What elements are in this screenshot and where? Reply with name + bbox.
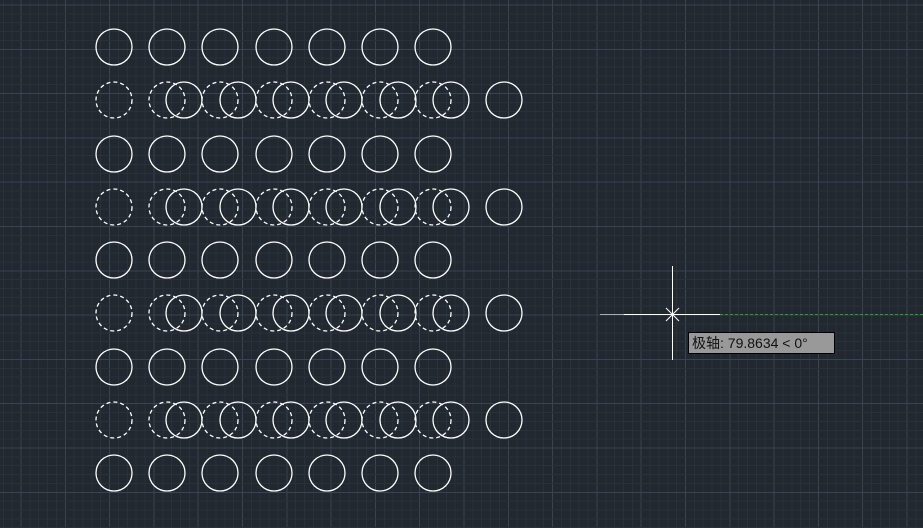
- circle-dashed-preview[interactable]: [414, 401, 452, 439]
- circle-solid[interactable]: [95, 28, 133, 66]
- circle-solid-copy[interactable]: [219, 81, 257, 119]
- circle-solid-copy[interactable]: [272, 188, 310, 226]
- circle-solid[interactable]: [255, 28, 293, 66]
- circle-solid-copy[interactable]: [272, 294, 310, 332]
- circle-dashed-preview[interactable]: [95, 188, 133, 226]
- circle-solid[interactable]: [255, 135, 293, 173]
- circle-solid[interactable]: [361, 348, 399, 386]
- circle-solid-copy[interactable]: [219, 294, 257, 332]
- circle-solid-copy[interactable]: [165, 294, 203, 332]
- circle-solid[interactable]: [414, 135, 452, 173]
- circle-solid-copy[interactable]: [325, 188, 363, 226]
- circle-dashed-preview[interactable]: [148, 401, 186, 439]
- circle-solid-copy[interactable]: [325, 81, 363, 119]
- circle-solid[interactable]: [308, 135, 346, 173]
- circle-solid-copy[interactable]: [272, 401, 310, 439]
- circle-solid[interactable]: [255, 241, 293, 279]
- circle-solid[interactable]: [414, 454, 452, 492]
- circle-dashed-preview[interactable]: [414, 188, 452, 226]
- circle-dashed-preview[interactable]: [148, 81, 186, 119]
- circle-solid[interactable]: [361, 241, 399, 279]
- circle-solid[interactable]: [308, 241, 346, 279]
- circle-solid[interactable]: [361, 28, 399, 66]
- circle-solid-copy[interactable]: [485, 81, 523, 119]
- circle-solid[interactable]: [201, 454, 239, 492]
- circle-solid-copy[interactable]: [485, 401, 523, 439]
- circle-solid-copy[interactable]: [165, 401, 203, 439]
- circle-solid[interactable]: [95, 135, 133, 173]
- circle-dashed-preview[interactable]: [95, 81, 133, 119]
- polar-tracking-tooltip: 极轴: 79.8634 < 0°: [688, 332, 835, 354]
- circle-solid[interactable]: [95, 348, 133, 386]
- circle-solid[interactable]: [255, 348, 293, 386]
- circle-solid-copy[interactable]: [379, 294, 417, 332]
- circle-solid-copy[interactable]: [165, 188, 203, 226]
- circle-solid-copy[interactable]: [219, 188, 257, 226]
- circle-solid[interactable]: [308, 454, 346, 492]
- circle-solid[interactable]: [148, 454, 186, 492]
- circle-dashed-preview[interactable]: [414, 81, 452, 119]
- circle-solid-copy[interactable]: [432, 294, 470, 332]
- circle-solid[interactable]: [414, 348, 452, 386]
- circle-solid-copy[interactable]: [219, 401, 257, 439]
- circle-solid-copy[interactable]: [432, 188, 470, 226]
- circle-solid[interactable]: [95, 454, 133, 492]
- circle-solid[interactable]: [308, 348, 346, 386]
- circle-solid-copy[interactable]: [379, 401, 417, 439]
- circle-solid[interactable]: [148, 135, 186, 173]
- circle-solid-copy[interactable]: [485, 188, 523, 226]
- circle-solid-copy[interactable]: [165, 81, 203, 119]
- circle-solid[interactable]: [308, 28, 346, 66]
- circle-solid-copy[interactable]: [379, 81, 417, 119]
- circle-solid-copy[interactable]: [432, 81, 470, 119]
- circle-solid-copy[interactable]: [432, 401, 470, 439]
- circle-solid[interactable]: [201, 241, 239, 279]
- circle-solid-copy[interactable]: [272, 81, 310, 119]
- circle-solid[interactable]: [148, 348, 186, 386]
- circle-dashed-preview[interactable]: [148, 294, 186, 332]
- circle-solid-copy[interactable]: [485, 294, 523, 332]
- circle-solid[interactable]: [414, 28, 452, 66]
- crosshair-cursor-icon: [600, 266, 720, 360]
- circle-solid[interactable]: [148, 28, 186, 66]
- circle-solid[interactable]: [361, 454, 399, 492]
- circle-solid[interactable]: [414, 241, 452, 279]
- circle-dashed-preview[interactable]: [148, 188, 186, 226]
- circle-solid-copy[interactable]: [325, 401, 363, 439]
- circle-solid[interactable]: [201, 348, 239, 386]
- circle-solid-copy[interactable]: [379, 188, 417, 226]
- circle-entities[interactable]: [95, 28, 523, 492]
- circle-solid-copy[interactable]: [325, 294, 363, 332]
- circle-dashed-preview[interactable]: [95, 294, 133, 332]
- circle-solid[interactable]: [255, 454, 293, 492]
- circle-dashed-preview[interactable]: [95, 401, 133, 439]
- circle-solid[interactable]: [148, 241, 186, 279]
- circle-solid[interactable]: [201, 135, 239, 173]
- circle-dashed-preview[interactable]: [414, 294, 452, 332]
- circle-solid[interactable]: [361, 135, 399, 173]
- circle-solid[interactable]: [201, 28, 239, 66]
- circle-solid[interactable]: [95, 241, 133, 279]
